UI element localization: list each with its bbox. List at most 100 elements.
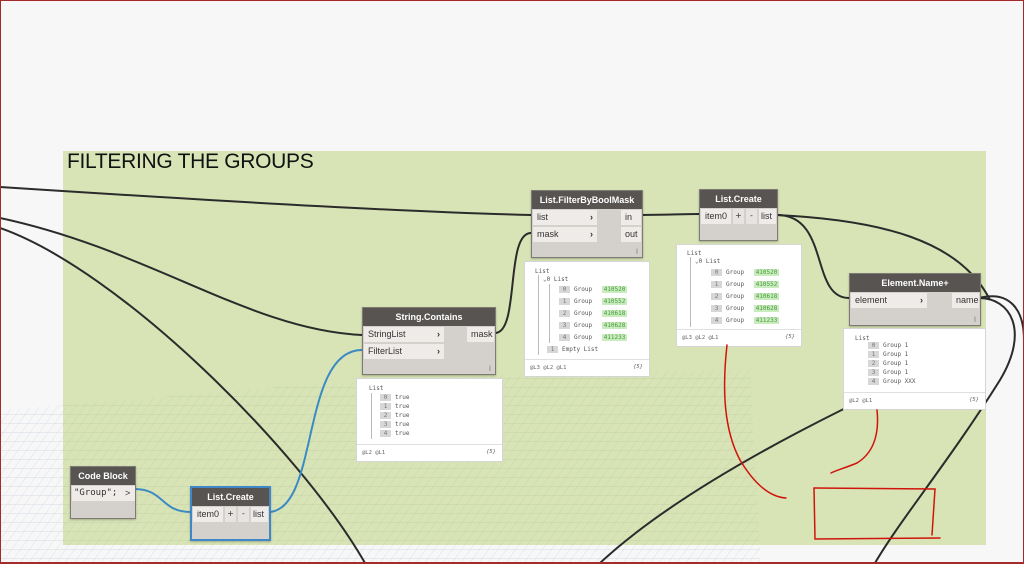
- node-title: Element.Name+: [850, 274, 980, 292]
- wire: [494, 232, 532, 334]
- annotation-box: [813, 487, 936, 536]
- input-port-filterlist[interactable]: FilterList ›: [364, 344, 444, 359]
- port-label: element: [855, 295, 888, 305]
- list-create-node[interactable]: List.Create item0 + - list: [190, 486, 271, 541]
- preview-footer: @L2 @L1 {5}: [357, 444, 502, 461]
- input-port-stringlist[interactable]: StringList ›: [364, 327, 444, 342]
- list-indent-bar: [538, 275, 539, 355]
- item-count: {5}: [633, 364, 643, 370]
- remove-input-button[interactable]: -: [746, 209, 757, 224]
- preview-footer: @L3 @L2 @L1 {5}: [677, 329, 801, 346]
- port-label: mask: [537, 229, 559, 239]
- sublist-header: ⌄0 List: [543, 276, 569, 283]
- preview-header: List: [687, 250, 702, 257]
- wire: [0, 217, 363, 336]
- node-title: Code Block: [71, 467, 135, 485]
- preview-header: List: [855, 335, 870, 342]
- input-port-item0[interactable]: item0: [193, 507, 223, 522]
- input-port-mask[interactable]: mask ›: [533, 227, 597, 242]
- wire: [874, 297, 1016, 563]
- output-port-name[interactable]: name: [952, 293, 979, 308]
- annotation-arrow: [723, 344, 787, 499]
- preview-header: List: [535, 268, 550, 275]
- list-indent-bar: [549, 284, 550, 343]
- port-label: StringList: [368, 329, 406, 339]
- port-label: list: [537, 212, 548, 222]
- output-port-out[interactable]: out: [621, 227, 641, 242]
- input-port-item0[interactable]: item0: [701, 209, 731, 224]
- add-input-button[interactable]: +: [733, 209, 744, 224]
- wire: [0, 227, 366, 563]
- chevron-right-icon: ›: [590, 229, 593, 239]
- element-name-node[interactable]: Element.Name+ element› name l: [849, 273, 981, 326]
- output-port-list[interactable]: list: [251, 507, 268, 522]
- output-port-list[interactable]: list: [759, 209, 776, 224]
- input-port-element[interactable]: element ›: [851, 293, 927, 308]
- list-levels: @L2 @L1: [849, 398, 873, 404]
- node-title: List.Create: [700, 190, 777, 208]
- filter-by-bool-mask-node[interactable]: List.FilterByBoolMask list › mask › in out…: [531, 190, 643, 258]
- lacing-indicator: l: [636, 248, 638, 256]
- code-block-node[interactable]: Code Block "Group"; >: [70, 466, 136, 519]
- node-title: List.FilterByBoolMask: [532, 191, 642, 209]
- chevron-right-icon: ›: [437, 329, 440, 339]
- item-count: {5}: [486, 449, 496, 455]
- wire: [0, 186, 532, 216]
- preview-header: List: [369, 385, 384, 392]
- annotation-box: [813, 487, 941, 540]
- item-count: {5}: [785, 334, 795, 340]
- list-levels: @L3 @L2 @L1: [682, 335, 719, 341]
- list-levels: @L2 @L1: [362, 450, 386, 456]
- output-port[interactable]: >: [123, 486, 135, 501]
- item-count: {5}: [969, 397, 979, 403]
- list-create-node[interactable]: List.Create item0 + - list: [699, 189, 778, 241]
- chevron-right-icon: ›: [590, 212, 593, 222]
- group-title[interactable]: FILTERING THE GROUPS: [67, 150, 314, 173]
- list-indent-bar: [690, 257, 691, 327]
- string-contains-node[interactable]: String.Contains StringList› FilterList› …: [362, 307, 496, 375]
- output-port-mask[interactable]: mask: [467, 327, 494, 342]
- input-port-list[interactable]: list ›: [533, 210, 597, 225]
- output-port-in[interactable]: in: [621, 210, 641, 225]
- chevron-right-icon: ›: [920, 295, 923, 305]
- preview-footer: @L3 @L2 @L1 {5}: [525, 359, 649, 376]
- wire: [776, 214, 850, 299]
- list-levels: @L3 @L2 @L1: [530, 365, 567, 371]
- port-label: FilterList: [368, 346, 403, 356]
- preview-footer: @L2 @L1 {5}: [844, 392, 985, 409]
- lacing-indicator: l: [489, 365, 491, 373]
- sublist-header: ⌄0 List: [695, 258, 721, 265]
- remove-input-button[interactable]: -: [238, 507, 249, 522]
- wire: [640, 213, 700, 216]
- add-input-button[interactable]: +: [225, 507, 236, 522]
- wire: [267, 349, 363, 513]
- chevron-right-icon: ›: [437, 346, 440, 356]
- node-title: List.Create: [192, 488, 269, 506]
- code-block-text[interactable]: "Group";: [72, 486, 127, 501]
- list-indent-bar: [371, 393, 372, 439]
